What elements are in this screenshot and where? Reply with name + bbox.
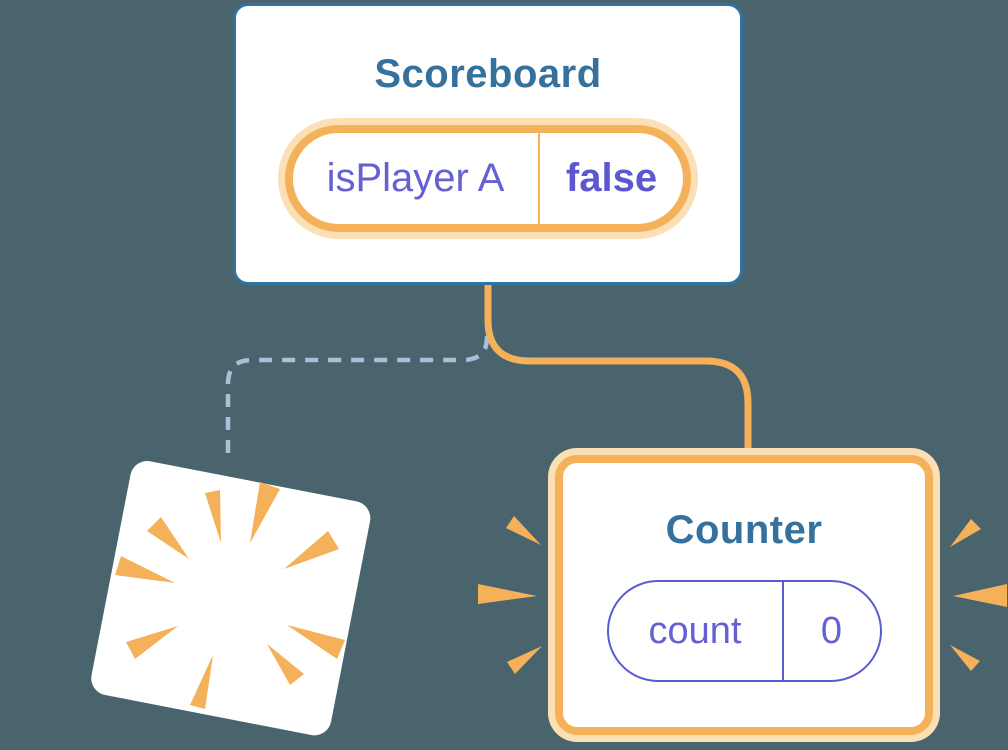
poof-card-body (91, 461, 371, 736)
counter-state-name: count (648, 609, 742, 652)
emphasis-rays-right-icon (950, 519, 1007, 671)
counter-title: Counter (665, 508, 823, 552)
dashed-connector-line (225, 335, 490, 460)
poof-burst-icon (115, 482, 345, 709)
emphasis-rays-left-icon (478, 516, 542, 674)
scoreboard-state-pill: isPlayer A false (285, 125, 691, 232)
counter-card: Counter count 0 (555, 455, 933, 735)
scoreboard-state-name: isPlayer A (326, 156, 505, 200)
poof-card (91, 461, 371, 736)
counter-state-pill: count 0 (606, 580, 882, 682)
scoreboard-card: Scoreboard isPlayer A false (233, 3, 743, 285)
solid-connector-line (484, 284, 752, 454)
scoreboard-state-value: false (538, 133, 683, 224)
scoreboard-title: Scoreboard (374, 52, 602, 96)
counter-state-value: 0 (781, 582, 880, 680)
